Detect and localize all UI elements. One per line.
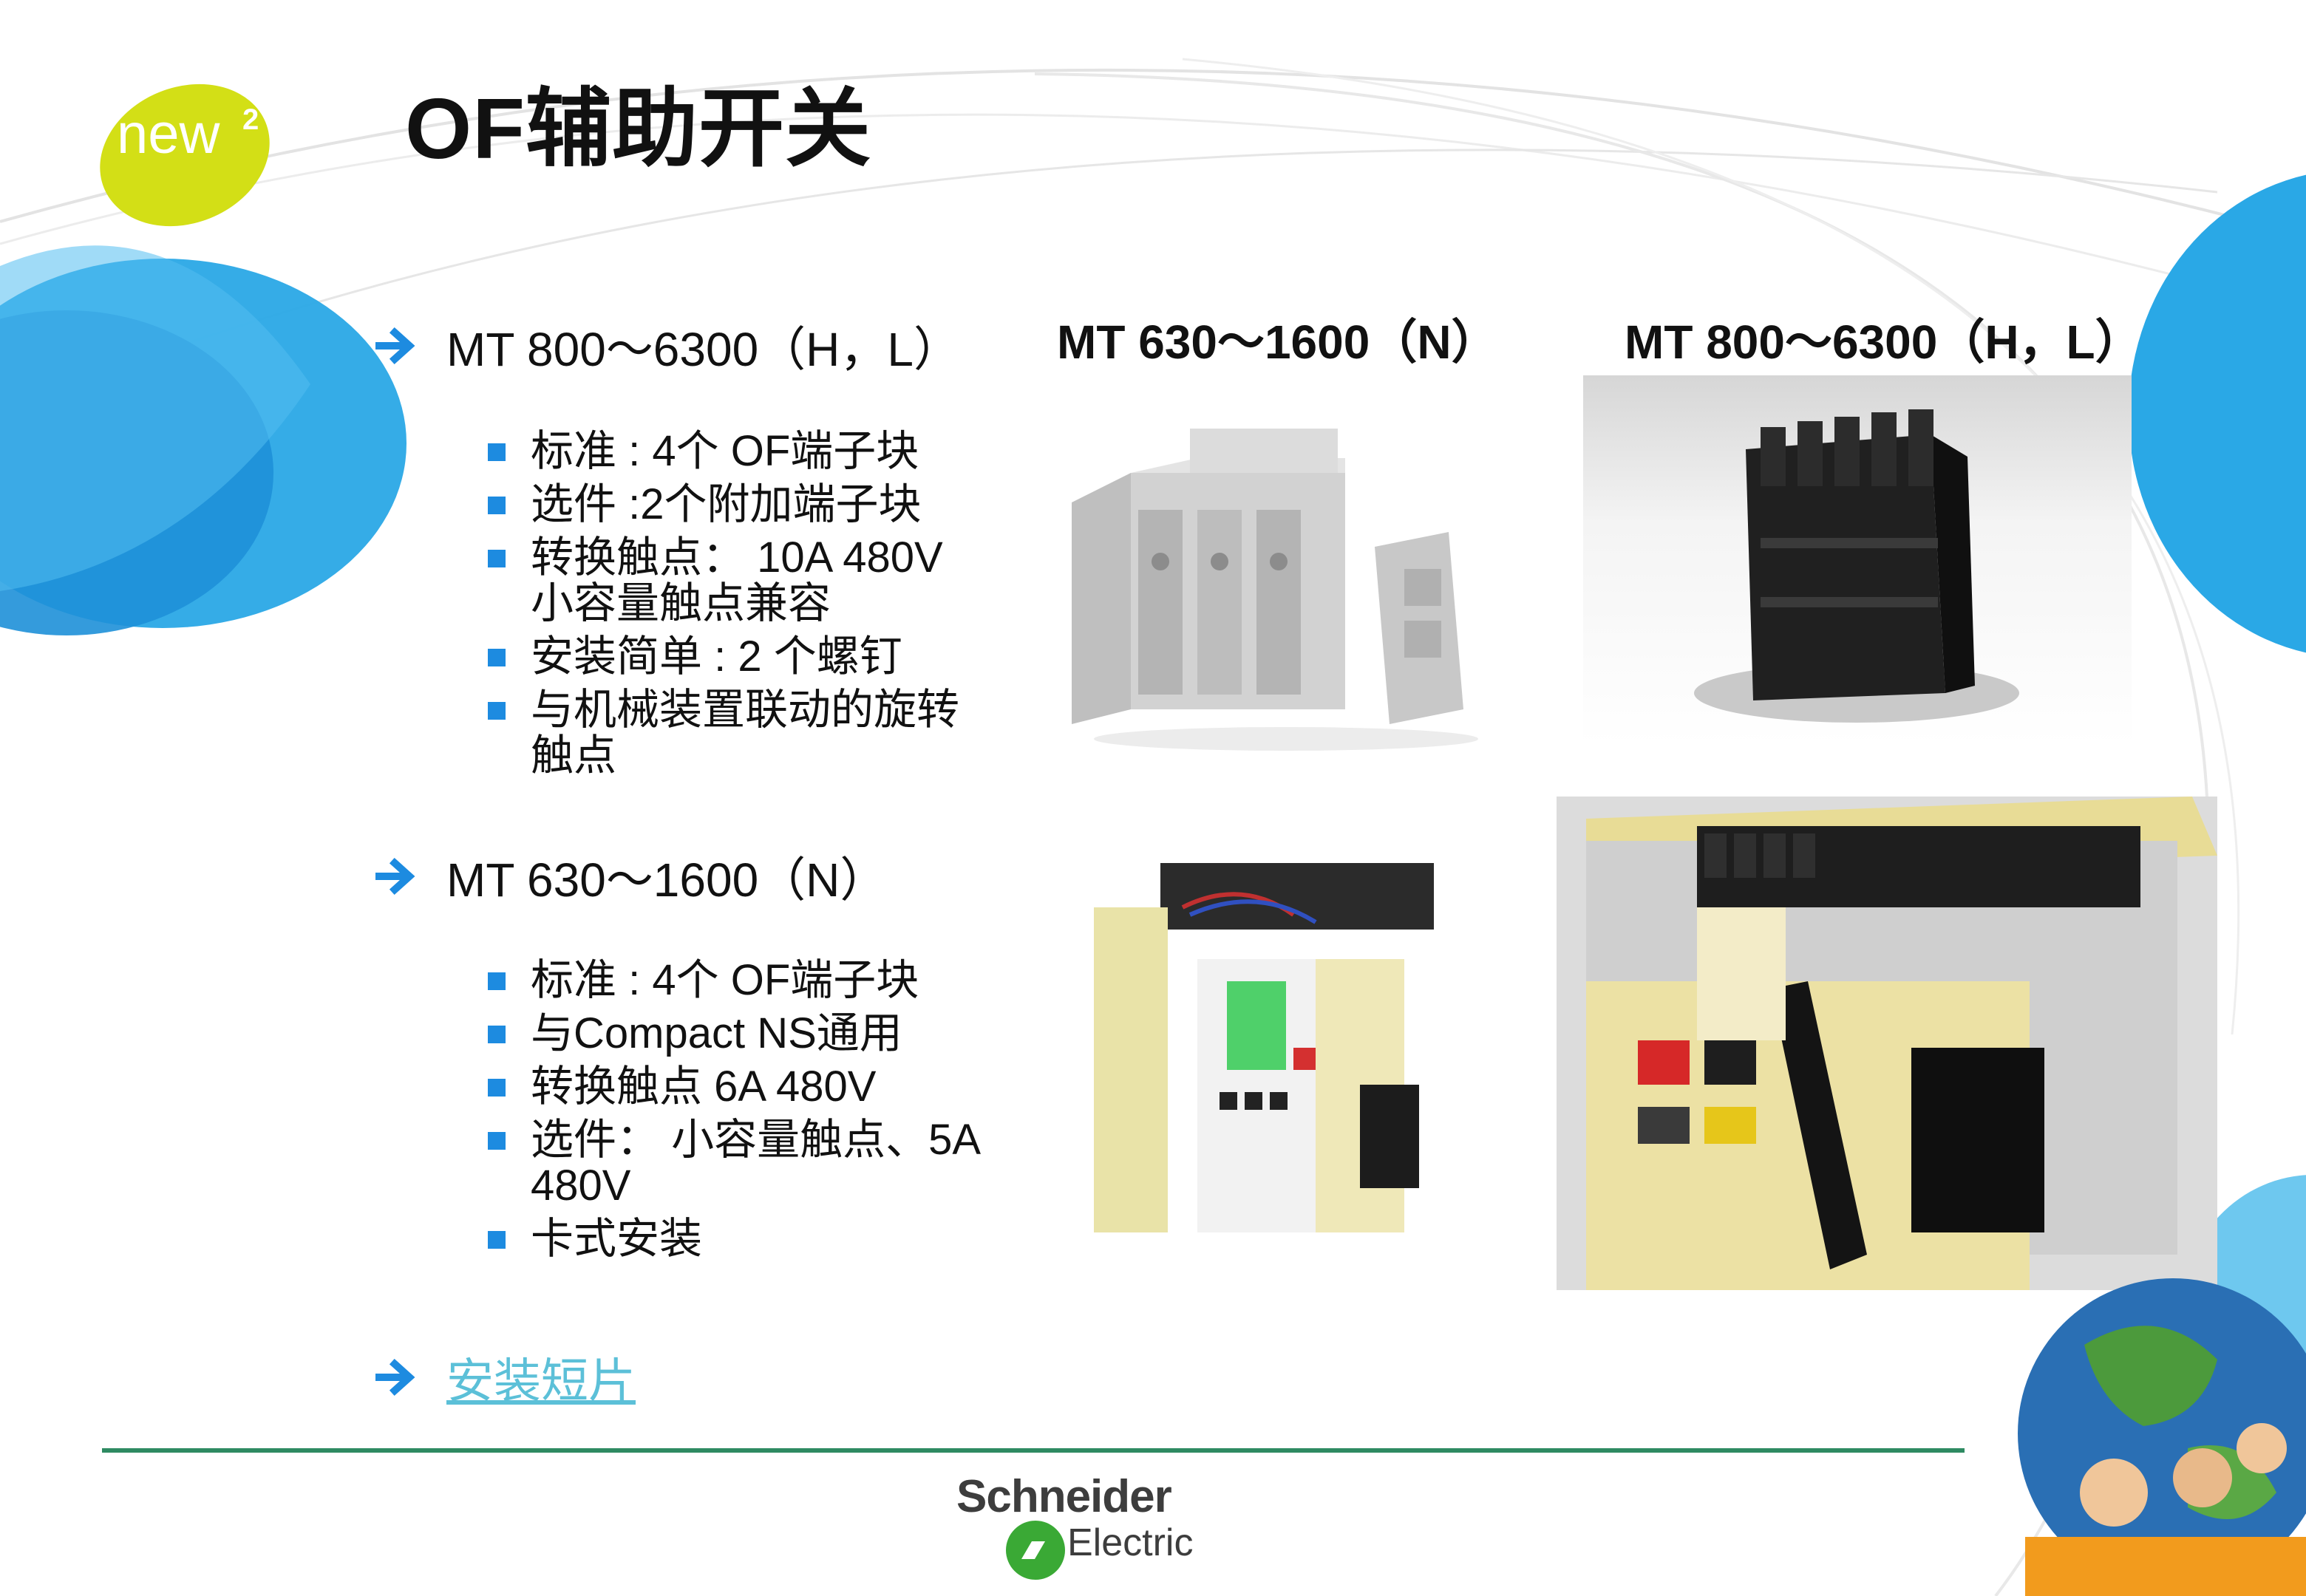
bullet-square-icon	[488, 497, 506, 514]
slide-title: OF辅助开关	[405, 81, 872, 177]
section-mt800-bullets: 标准 : 4个 OF端子块 选件 :2个附加端子块 转换触点： 10A 480V…	[488, 429, 1020, 786]
globe-icon	[2018, 1278, 2306, 1596]
brand-name: Schneider	[956, 1471, 1172, 1522]
list-item-continued: 480V	[531, 1163, 631, 1209]
new-badge: new 2	[96, 81, 273, 229]
list-item: 与机械装置联动的旋转	[488, 687, 1020, 733]
column-title-mt630: MT 630～1600（N）	[1057, 316, 1499, 369]
bullet-square-icon	[488, 1231, 506, 1249]
bullet-square-icon	[488, 649, 506, 666]
bullet-square-icon	[488, 1026, 506, 1043]
badge-ellipse-icon	[100, 83, 270, 227]
section-mt800-title: MT 800～6300（H，L）	[446, 323, 961, 376]
breaker-closeup-photo	[1557, 797, 2217, 1290]
arrow-right-icon	[375, 857, 415, 896]
bullet-square-icon	[488, 550, 506, 567]
bullet-square-icon	[488, 972, 506, 990]
badge-sup: 2	[242, 103, 259, 136]
list-item: 转换触点 6A 480V	[488, 1064, 1020, 1110]
bullet-square-icon	[488, 443, 506, 461]
circuit-breaker-icon	[1094, 863, 1434, 1232]
install-video-link[interactable]: 安装短片	[446, 1354, 636, 1408]
footer-divider	[102, 1448, 1965, 1453]
black-terminal-block-photo	[1583, 375, 2132, 745]
column-title-mt800: MT 800～6300（H，L）	[1625, 316, 2143, 369]
badge-text: new	[117, 103, 220, 166]
breaker-closeup-icon	[1557, 797, 2217, 1290]
list-item: 标准 : 4个 OF端子块	[488, 958, 1020, 1003]
arrow-right-icon	[375, 1358, 415, 1396]
list-item-continued: 触点	[531, 733, 617, 779]
list-item-continued: 小容量触点兼容	[531, 581, 831, 627]
section-video-heading: 安装短片	[375, 1343, 636, 1411]
list-item: 选件 :2个附加端子块	[488, 482, 1020, 528]
list-item: 标准 : 4个 OF端子块	[488, 429, 1020, 474]
grey-terminal-block-icon	[1072, 429, 1478, 751]
brand-sub: Electric	[1067, 1521, 1194, 1564]
globe-photo	[1996, 1256, 2306, 1596]
grey-terminal-block-photo	[1064, 429, 1523, 754]
section-mt630-heading: MT 630～1600（N）	[375, 842, 887, 910]
list-item: 选件： 小容量触点、5A	[488, 1117, 1020, 1163]
list-item: 安装简单 : 2 个螺钉	[488, 634, 1020, 680]
schneider-logo-icon	[1006, 1521, 1065, 1580]
list-item: 卡式安装	[488, 1216, 1020, 1262]
section-mt630-bullets: 标准 : 4个 OF端子块 与Compact NS通用 转换触点 6A 480V…	[488, 958, 1020, 1269]
list-item: 与Compact NS通用	[488, 1011, 1020, 1057]
bullet-square-icon	[488, 702, 506, 720]
bullet-square-icon	[488, 1079, 506, 1097]
arrow-right-icon	[375, 327, 415, 365]
breaker-open-photo	[1050, 863, 1463, 1247]
black-terminal-block-icon	[1694, 409, 2019, 723]
section-mt630-title: MT 630～1600（N）	[446, 853, 888, 907]
schneider-electric-logo: Schneider Electric	[956, 1470, 1222, 1581]
list-item: 转换触点： 10A 480V	[488, 535, 1020, 581]
section-mt800-heading: MT 800～6300（H，L）	[375, 312, 961, 380]
bullet-square-icon	[488, 1132, 506, 1150]
